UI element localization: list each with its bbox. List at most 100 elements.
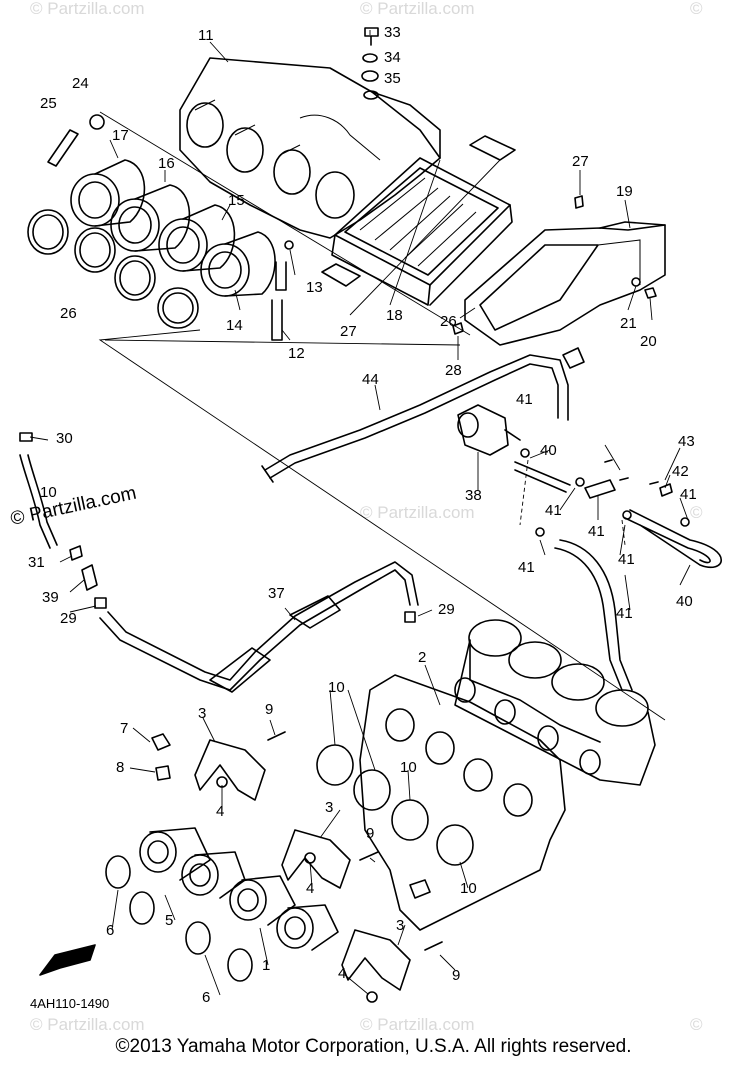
hose-32 — [19, 454, 58, 549]
front-arrow-icon — [39, 944, 96, 976]
clip-22 — [89, 114, 105, 130]
callout: 4 — [216, 803, 224, 820]
callouts: 11 33 34 35 24 25 17 16 15 14 26 12 13 2… — [28, 24, 697, 1006]
callout: 24 — [72, 75, 89, 92]
air-cleaner-element — [331, 157, 513, 306]
callout: 31 — [28, 554, 45, 571]
callout: 28 — [445, 362, 462, 379]
clip-42 — [659, 483, 673, 497]
callout: 41 — [618, 551, 635, 568]
callout: 35 — [384, 70, 401, 87]
callout: 40 — [676, 593, 693, 610]
callout: 27 — [572, 153, 589, 170]
watermark-layer: © Partzilla.com © Partzilla.com © Partzi… — [30, 0, 703, 1034]
washer-21 — [631, 277, 641, 287]
hose-30 — [99, 561, 419, 691]
air-cleaner-case — [179, 57, 441, 239]
hose-23 — [47, 129, 79, 167]
callout: 41 — [680, 486, 697, 503]
hose-44-end — [261, 465, 274, 483]
callout: 11 — [198, 27, 214, 44]
callout: 10 — [460, 880, 477, 897]
callout: 9 — [452, 967, 460, 984]
copyright-notice: ©2013 Yamaha Motor Corporation, U.S.A. A… — [115, 1036, 632, 1057]
callout: 3 — [396, 917, 404, 934]
screw-4b — [304, 852, 316, 864]
callout: 37 — [268, 585, 285, 602]
callout: 26 — [60, 305, 77, 322]
callout: 39 — [42, 589, 59, 606]
hose-44 — [264, 354, 569, 479]
callout: 42 — [672, 463, 689, 480]
carburetor-bank — [454, 619, 656, 786]
callout: 40 — [540, 442, 557, 459]
callout: 5 — [165, 912, 173, 929]
watermark: © Partzilla.com — [30, 1015, 145, 1034]
callout: 15 — [228, 192, 245, 209]
callout: 41 — [616, 605, 633, 622]
clip-43 — [604, 459, 659, 485]
callout: 8 — [116, 759, 124, 776]
callout: 43 — [678, 433, 695, 450]
callout: 9 — [265, 701, 273, 718]
clip-28 — [94, 597, 416, 623]
callout: 2 — [418, 649, 426, 666]
brackets-3 — [194, 739, 411, 991]
clip-13 — [284, 240, 294, 250]
callout: 10 — [328, 679, 345, 696]
o-rings-6 — [105, 855, 253, 982]
holders-1 — [229, 875, 339, 951]
callout: 18 — [386, 307, 403, 324]
callout: 21 — [620, 315, 637, 332]
callout: 29 — [60, 610, 77, 627]
valve-36 — [457, 404, 521, 456]
bolt-set-33-35 — [361, 27, 379, 100]
callout: 41 — [518, 559, 535, 576]
callout: 26 — [440, 313, 457, 330]
callout: 10 — [400, 759, 417, 776]
callout: 4 — [338, 965, 346, 982]
callout: 14 — [226, 317, 243, 334]
diagram-code: 4AH110-1490 — [30, 996, 109, 1011]
callout: 4 — [306, 880, 314, 897]
callout: 12 — [288, 345, 305, 362]
callout: 30 — [56, 430, 73, 447]
callout: 3 — [198, 705, 206, 722]
leader-lines — [29, 30, 691, 996]
joint-31 — [81, 564, 98, 591]
callout: 6 — [202, 989, 210, 1006]
watermark: © Partzilla.com — [360, 1015, 475, 1034]
callout: 20 — [640, 333, 657, 350]
callout: 33 — [384, 24, 401, 41]
callout: 34 — [384, 49, 401, 66]
hose-12 — [271, 261, 287, 341]
callout: 3 — [325, 799, 333, 816]
hose-30-sleeve — [209, 595, 341, 693]
bolt-9 — [267, 731, 443, 951]
bands — [27, 209, 199, 329]
intake-joints — [70, 159, 276, 297]
cap-26 — [321, 135, 516, 287]
callout: 41 — [588, 523, 605, 540]
watermark: © — [690, 1015, 703, 1034]
watermark: © — [690, 503, 703, 522]
clips-41 — [520, 448, 690, 537]
callout: 29 — [438, 601, 455, 618]
callout: 7 — [120, 720, 128, 737]
callout: 10 — [40, 484, 57, 501]
callout: 25 — [40, 95, 57, 112]
callout: 27 — [340, 323, 357, 340]
joint-38 — [584, 479, 616, 499]
hose-37 — [514, 461, 571, 493]
callout: 44 — [362, 371, 379, 388]
callout: 17 — [112, 127, 129, 144]
watermark: © Partzilla.com — [360, 0, 475, 18]
callout: 38 — [465, 487, 482, 504]
holders-5 — [139, 827, 246, 899]
watermark: © Partzilla.com — [30, 0, 145, 18]
cover-19 — [464, 221, 666, 346]
cap-7 — [151, 733, 171, 751]
screw-4c — [366, 991, 378, 1003]
callout: 16 — [158, 155, 175, 172]
